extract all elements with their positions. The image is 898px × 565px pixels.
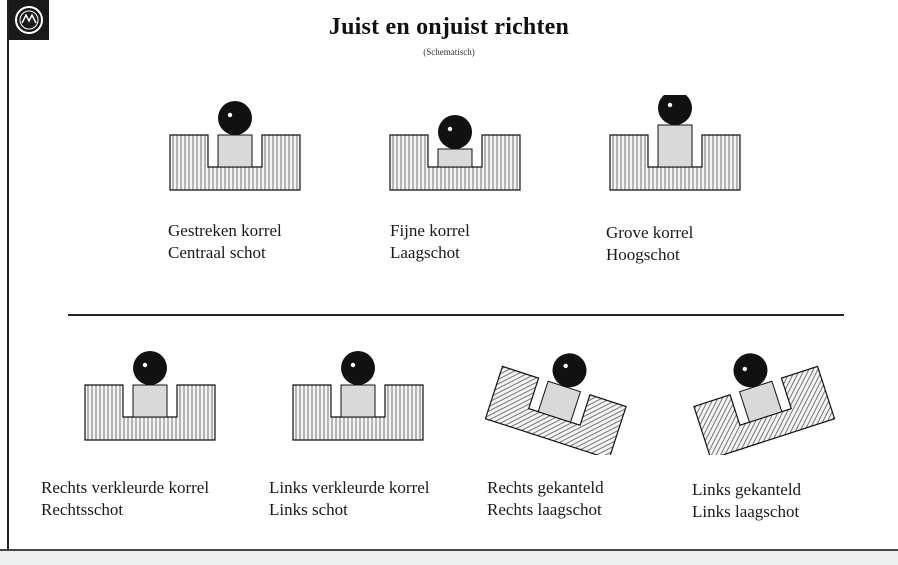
- caption-7-line1: Links gekanteld: [692, 480, 802, 499]
- rear-sight-notch: [609, 95, 741, 191]
- sight-diagram-5: [283, 345, 433, 455]
- caption-6-line2: Rechts laagschot: [487, 500, 602, 519]
- rear-sight-notch: [84, 351, 216, 441]
- bead-dot: [341, 351, 375, 385]
- caption-4: Rechts verkleurde korrel Rechtsschot: [41, 477, 209, 521]
- caption-4-line1: Rechts verkleurde korrel: [41, 478, 210, 497]
- caption-6-line1: Rechts gekanteld: [487, 478, 604, 497]
- sight-diagram-1: [160, 95, 310, 205]
- caption-1-line2: Centraal schot: [168, 243, 266, 262]
- rear-sight-notch: [484, 353, 627, 455]
- bead-dot: [218, 101, 252, 135]
- caption-4-line2: Rechtsschot: [41, 500, 124, 519]
- caption-5: Links verkleurde korrel Links schot: [269, 477, 430, 521]
- caption-3: Grove korrel Hoogschot: [606, 222, 693, 266]
- section-divider: [68, 314, 844, 316]
- sight-diagram-3: [600, 95, 750, 205]
- caption-3-line1: Grove korrel: [606, 223, 694, 242]
- logo-emblem-icon: [15, 6, 43, 34]
- bead-dot: [133, 351, 167, 385]
- caption-5-line1: Links verkleurde korrel: [269, 478, 430, 497]
- front-post: [437, 148, 473, 168]
- sight-diagram-2: [380, 95, 530, 205]
- caption-5-line2: Links schot: [269, 500, 348, 519]
- sight-diagram-6: [480, 345, 630, 455]
- left-border: [7, 0, 9, 563]
- caption-7-line2: Links laagschot: [692, 502, 800, 521]
- bead-dot: [733, 353, 768, 388]
- sight-diagram-7: [690, 345, 840, 455]
- caption-1-line1: Gestreken korrel: [168, 221, 282, 240]
- logo: [9, 0, 49, 40]
- front-post: [657, 124, 693, 168]
- caption-3-line2: Hoogschot: [606, 245, 680, 264]
- caption-2-line1: Fijne korrel: [390, 221, 470, 240]
- bead-dot: [438, 115, 472, 149]
- rear-sight-notch: [693, 353, 836, 455]
- front-post: [217, 134, 253, 168]
- rear-sight-notch: [169, 101, 301, 191]
- page-title: Juist en onjuist richten: [328, 14, 570, 40]
- rear-sight-notch: [292, 351, 424, 441]
- bottom-border: [0, 549, 898, 565]
- page-subtitle: (Schematisch): [423, 47, 475, 57]
- caption-1: Gestreken korrel Centraal schot: [168, 220, 282, 264]
- caption-2: Fijne korrel Laagschot: [390, 220, 470, 264]
- bead-dot: [552, 353, 587, 388]
- front-post: [340, 384, 376, 418]
- sight-diagram-4: [75, 345, 225, 455]
- front-post: [132, 384, 168, 418]
- caption-2-line2: Laagschot: [390, 243, 460, 262]
- bead-dot: [658, 95, 692, 125]
- caption-6: Rechts gekanteld Rechts laagschot: [487, 477, 604, 521]
- caption-7: Links gekanteld Links laagschot: [692, 479, 801, 523]
- rear-sight-notch: [389, 115, 521, 191]
